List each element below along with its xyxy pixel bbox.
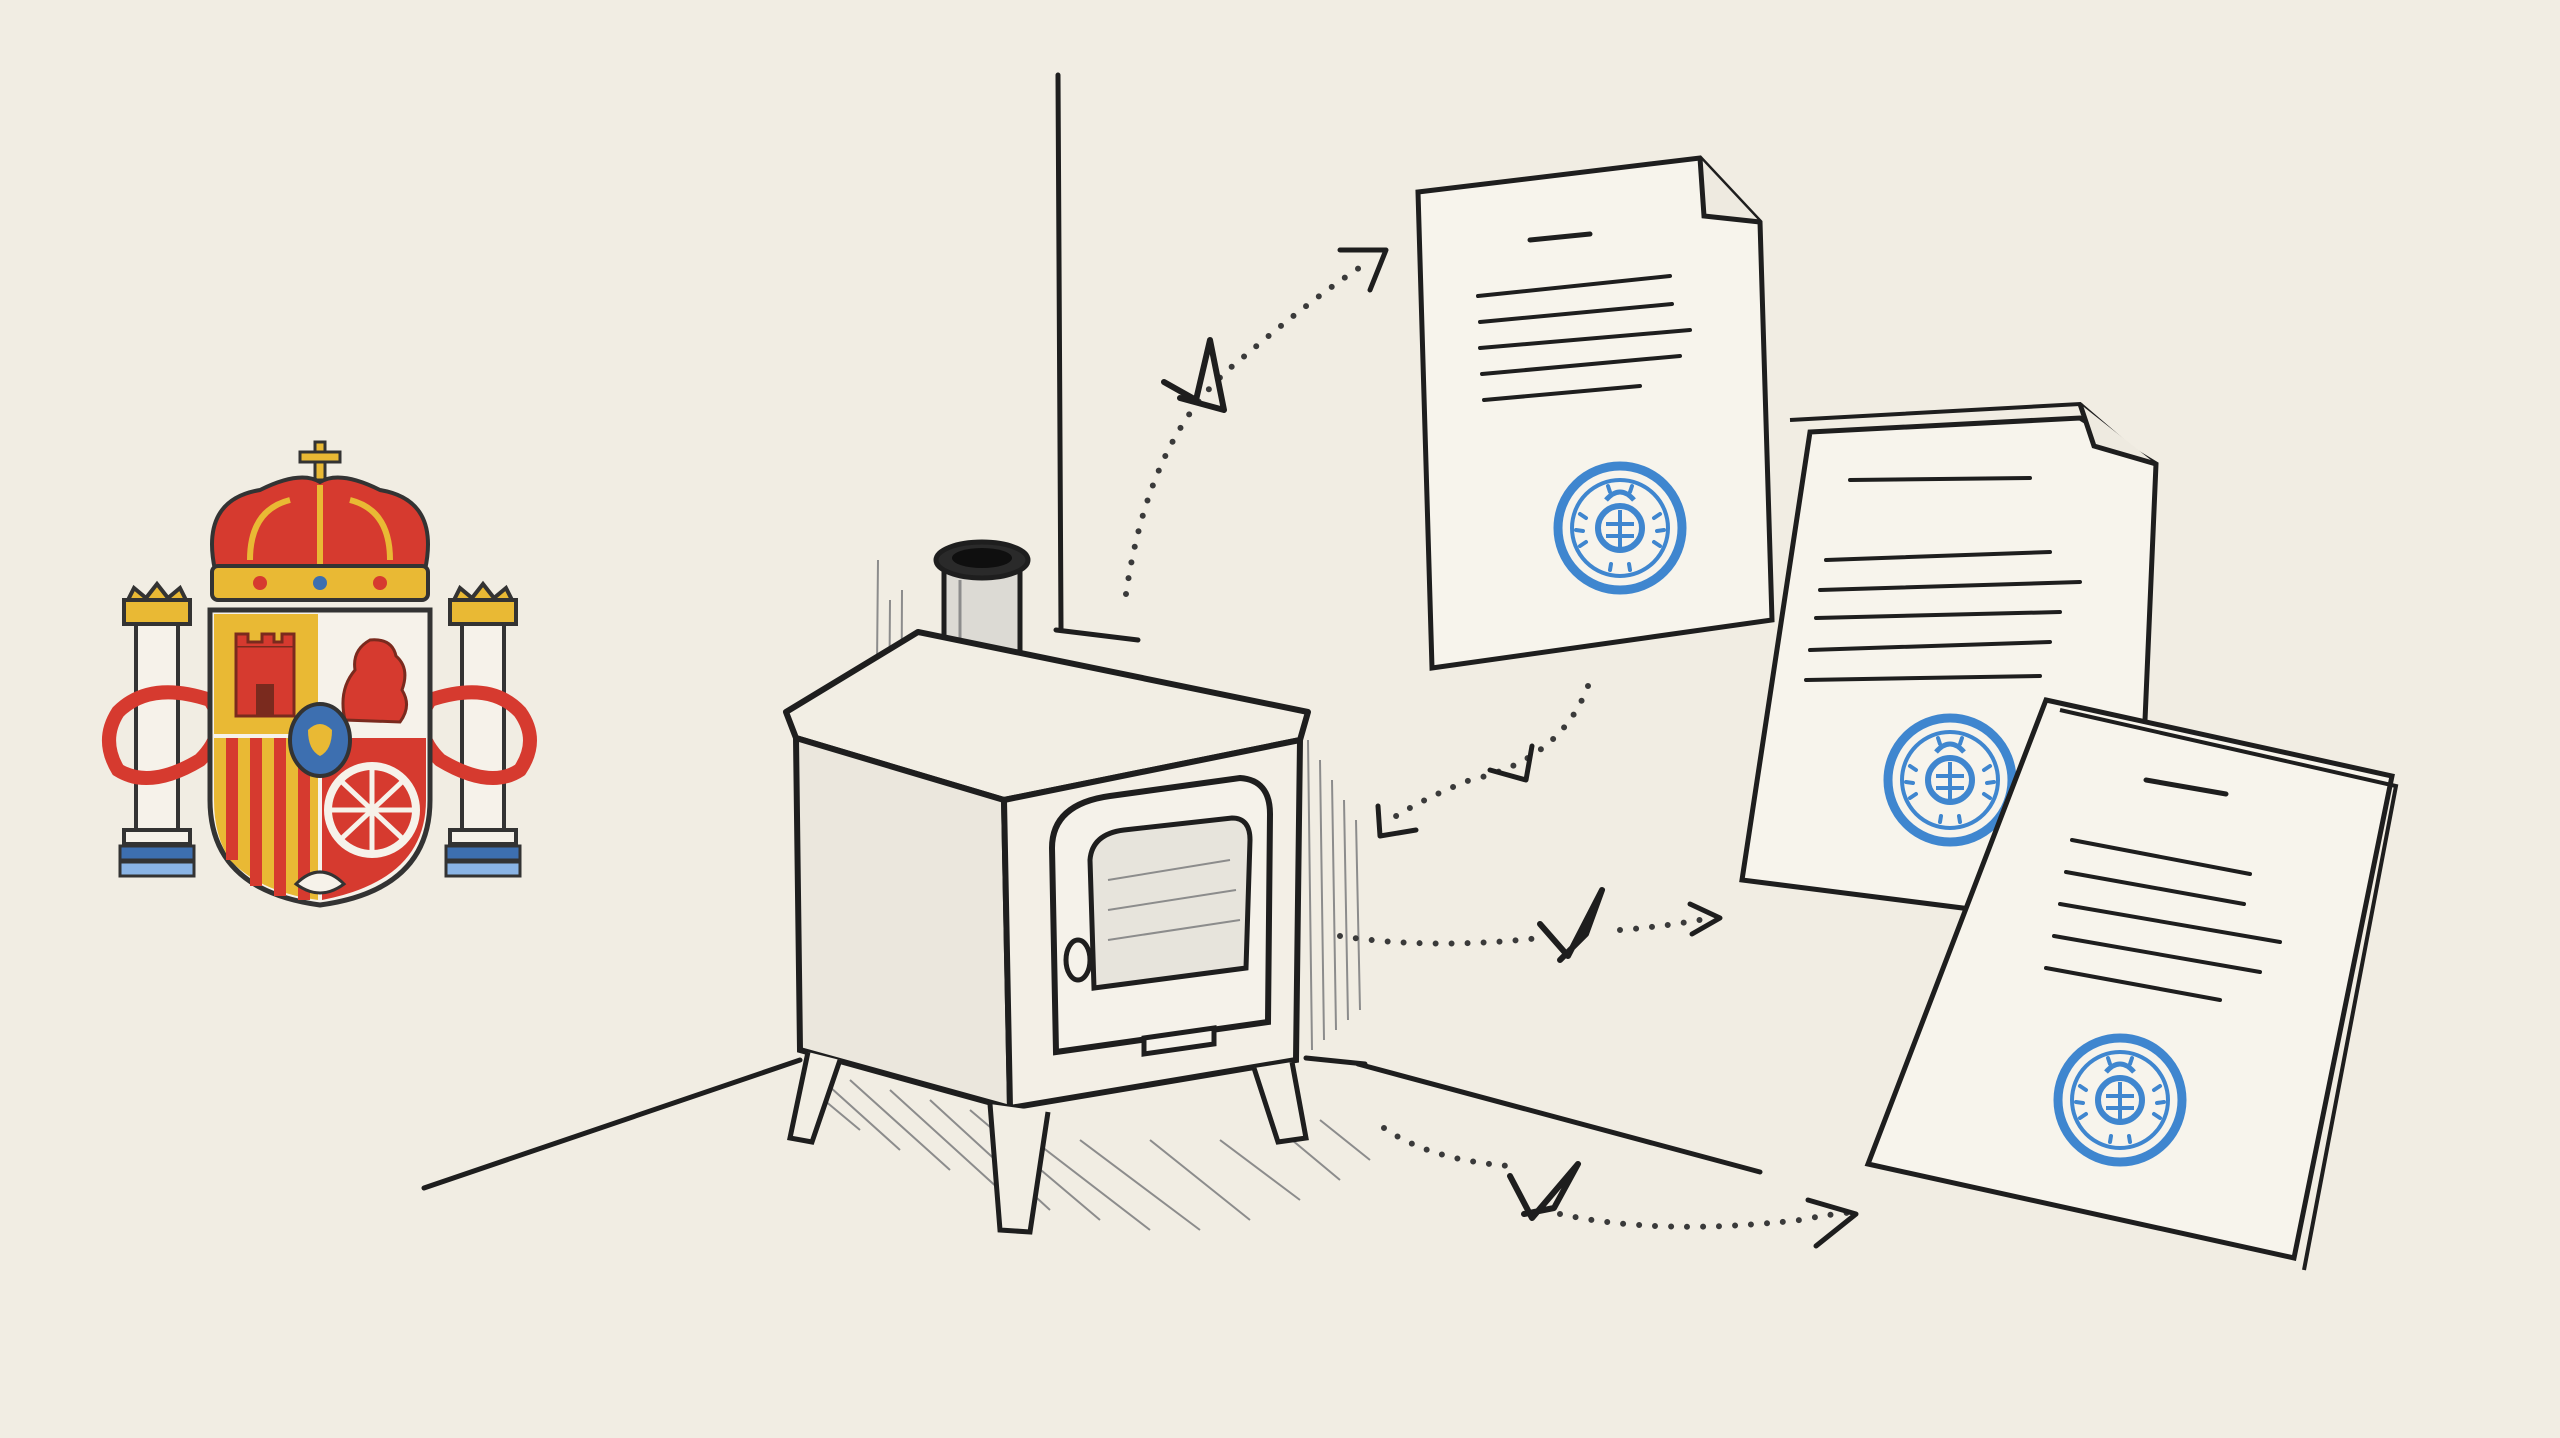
right-ribbon — [415, 685, 537, 785]
checkmark-icon — [1507, 1161, 1581, 1221]
left-ribbon — [102, 685, 225, 785]
stove-leg-3 — [1251, 1061, 1309, 1145]
checkmark-icon — [1161, 337, 1227, 413]
connector-side — [1337, 887, 1723, 963]
wood-stove-icon — [783, 539, 1311, 1235]
stove-window — [1087, 815, 1253, 991]
room-corner — [421, 72, 1763, 1191]
document-3 — [1864, 697, 2399, 1271]
stove-leg-2 — [987, 1103, 1051, 1235]
stove-door-handle — [1063, 937, 1093, 983]
shield — [207, 607, 433, 908]
stove-left-side — [792, 733, 1014, 1112]
checkmark-icon — [1537, 887, 1605, 963]
connector-middle — [1375, 683, 1591, 839]
connector-bottom — [1381, 1125, 1859, 1249]
connector-top — [1123, 247, 1389, 597]
right-pillar — [444, 580, 522, 878]
stove-ash-drawer — [1141, 1025, 1217, 1057]
spain-coat-of-arms-icon — [102, 440, 537, 908]
document-1 — [1415, 155, 1775, 671]
stove-leg-1 — [787, 1051, 843, 1145]
left-pillar — [118, 580, 196, 878]
crown — [210, 440, 430, 602]
